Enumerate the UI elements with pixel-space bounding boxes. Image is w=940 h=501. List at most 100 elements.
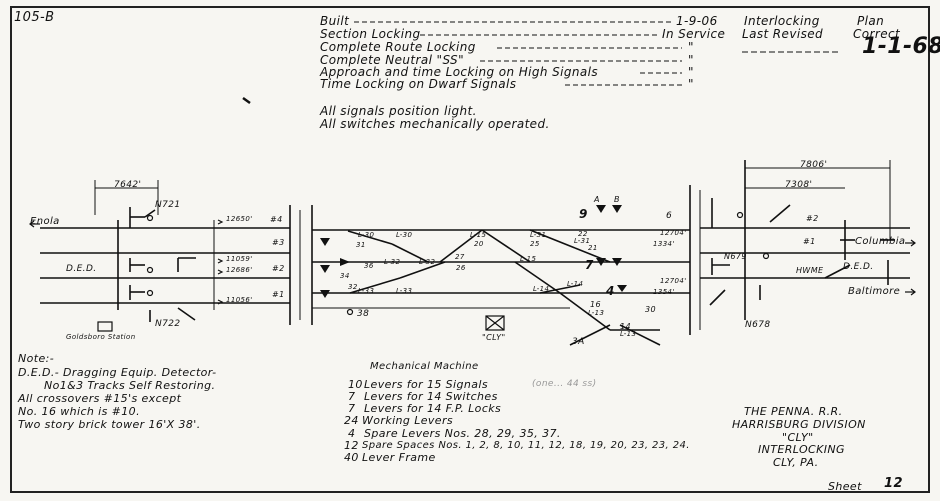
machine-text: Spare Levers Nos. 28, 29, 35, 37. [364, 427, 561, 440]
track-number-right-2: #2 [806, 214, 819, 223]
lever-label: 4 [606, 284, 615, 298]
machine-text: Levers for 14 F.P. Locks [364, 402, 502, 415]
dimension-right-bottom: 7308' [785, 180, 813, 190]
machine-text: Lever Frame [362, 451, 436, 464]
header-label-neutral: Complete Neutral "SS" [320, 53, 464, 67]
signal-n678: N678 [745, 320, 771, 330]
machine-count: 7 [348, 402, 356, 415]
lever-label: 36 [364, 262, 374, 270]
dimension-left: 7642' [114, 180, 142, 190]
note-switches: All switches mechanically operated. [320, 117, 550, 131]
header-label-section-locking: Section Locking [320, 27, 421, 41]
lever-label: 3A [572, 337, 585, 347]
lever-label: L-14 [533, 285, 550, 293]
title-division: HARRISBURG DIVISION [732, 418, 866, 431]
machine-count: 12 [344, 439, 359, 452]
columbia-label: Columbia [855, 236, 906, 247]
lever-label: 9 [579, 207, 588, 221]
ded-right-label: D.E.D. [843, 262, 874, 272]
lever-label: L-31 [574, 237, 591, 245]
lever-label: 30 [645, 305, 656, 314]
machine-text: Levers for 15 Signals [364, 378, 488, 391]
track-number-2: #2 [272, 264, 285, 273]
header-value-section: In Service [662, 27, 726, 41]
dimension-right-top: 7806' [800, 160, 828, 170]
lever-label: L-32 [419, 258, 436, 266]
lever-label: 14 [620, 322, 631, 331]
note-line: All crossovers #15's except [18, 392, 182, 405]
machine-count: 40 [344, 451, 359, 464]
baltimore-label: Baltimore [848, 286, 901, 297]
lever-label: L-32 [384, 258, 401, 266]
signal-n679: N679 [724, 252, 747, 261]
lever-label: 16 [590, 300, 601, 309]
lever-label: L-13 [588, 309, 605, 317]
hwme-label: HWME [796, 266, 824, 275]
machine-aside: (one... 44 ss) [532, 379, 597, 389]
title-type: INTERLOCKING [758, 443, 845, 456]
header-label-route-locking: Complete Route Locking [320, 40, 476, 54]
machine-count: 4 [348, 427, 356, 440]
lever-label: 32 [348, 283, 358, 291]
track-number-3: #3 [272, 238, 285, 247]
lever-label: 38 [357, 309, 370, 319]
machine-text: Spare Spaces Nos. 1, 2, 8, 10, 11, 12, 1… [362, 440, 690, 451]
lever-label: B [614, 195, 620, 204]
note-heading: Note:- [18, 352, 55, 365]
header-value-route: " [688, 40, 694, 54]
title-station: "CLY" [782, 431, 814, 444]
station-label: Goldsboro Station [66, 333, 136, 341]
sheet-border [10, 6, 930, 493]
lever-label: L-30 [358, 231, 375, 239]
machine-count: 10 [348, 378, 363, 391]
machine-count: 7 [348, 390, 356, 403]
lever-label: L-30 [396, 231, 413, 239]
lever-label: L-33 [358, 287, 375, 295]
lever-label: L-31 [530, 231, 547, 239]
distance-right-1: 12704' [660, 229, 687, 237]
distance-left-1: 12650' [226, 215, 253, 223]
lever-label: 20 [474, 240, 484, 248]
header-label-built: Built [320, 14, 350, 28]
machine-text: Working Levers [362, 414, 454, 427]
lever-label: 21 [588, 244, 598, 252]
distance-left-4: 11056' [226, 296, 253, 304]
tower-label: "CLY" [482, 333, 506, 342]
title-company: THE PENNA. R.R. [744, 405, 843, 418]
distance-left-3: 12686' [226, 266, 253, 274]
signal-n722: N722 [155, 319, 181, 329]
lever-label: 7 [585, 258, 594, 272]
sheet-label: Sheet [828, 480, 862, 493]
header-value-time: " [688, 77, 694, 91]
lever-label: 26 [456, 264, 466, 272]
lever-label: L-15 [470, 231, 487, 239]
note-line: D.E.D.- Dragging Equip. Detector- [18, 366, 217, 379]
correct-date: 1-1-68 [862, 34, 940, 59]
signal-n721: N721 [155, 200, 181, 210]
lever-label: L-14 [567, 280, 584, 288]
lever-label: A [594, 195, 600, 204]
lever-label: 22 [578, 230, 588, 238]
lever-label: 31 [356, 241, 366, 249]
note-line: No1&3 Tracks Self Restoring. [44, 379, 216, 392]
header-value-neutral: " [688, 53, 694, 67]
track-number-right-1: #1 [803, 237, 816, 246]
lever-label: 25 [530, 240, 540, 248]
header-value-approach: " [688, 65, 694, 79]
title-place: CLY, PA. [773, 456, 819, 469]
machine-title: Mechanical Machine [370, 361, 479, 372]
track-number-4: #4 [270, 215, 283, 224]
distance-right-3: 12704' [660, 277, 687, 285]
lever-label: 6 [666, 211, 673, 221]
distance-right-2: 1334' [653, 240, 675, 248]
distance-left-2: 11059' [226, 255, 253, 263]
enola-label: Enola [30, 216, 60, 227]
lever-label: L-33 [396, 287, 413, 295]
track-number-1: #1 [272, 290, 285, 299]
header-value-built: 1-9-06 [676, 14, 718, 28]
lever-label: L-15 [520, 255, 537, 263]
note-line: No. 16 which is #10. [18, 405, 140, 418]
header-label-approach: Approach and time Locking on High Signal… [320, 65, 599, 79]
